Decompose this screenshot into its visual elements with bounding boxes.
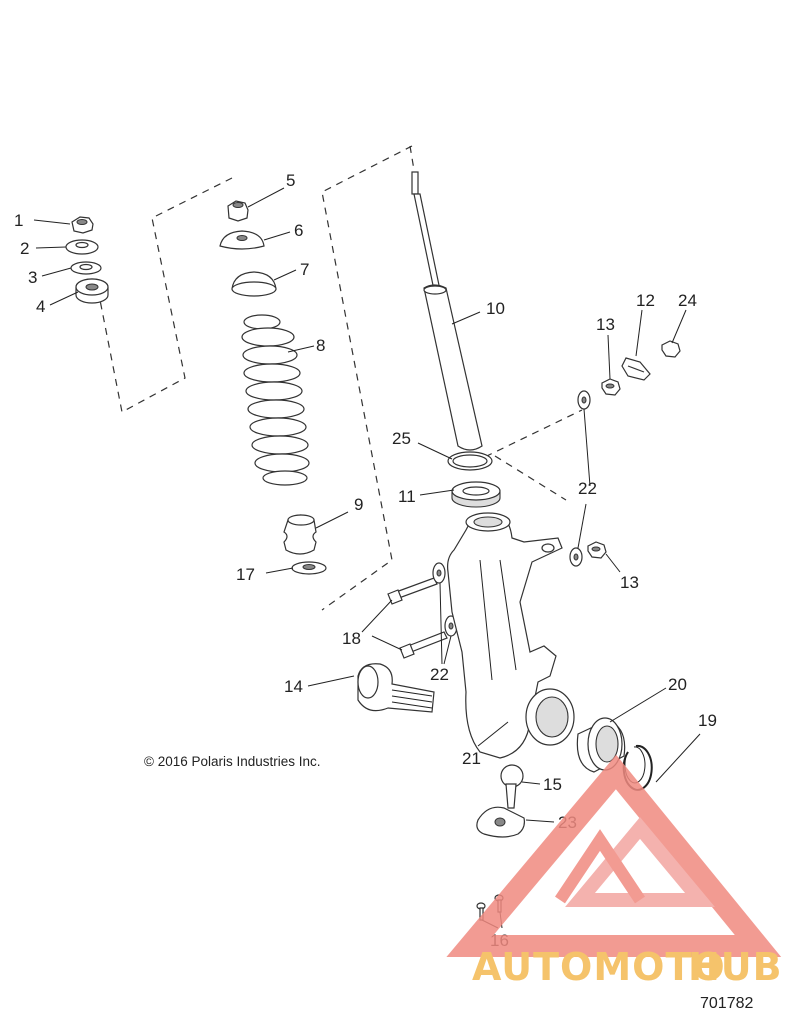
nut-part-5 <box>227 200 249 222</box>
washer-part-22-bolt-upper <box>432 562 446 584</box>
washer-part-22-lower <box>569 547 583 567</box>
watermark-text-automoto: AUTOMOTO <box>472 945 726 989</box>
callout-22-upper: 22 <box>578 479 597 498</box>
callout-3: 3 <box>28 268 37 287</box>
callout-6: 6 <box>294 221 303 240</box>
callout-10: 10 <box>486 299 505 318</box>
nut-part-13-lower <box>587 541 607 559</box>
coil-spring-part-8 <box>241 314 310 486</box>
callout-8: 8 <box>316 336 325 355</box>
callout-20: 20 <box>668 675 687 694</box>
steering-knuckle-part-21 <box>447 512 575 759</box>
copyright-text: © 2016 Polaris Industries Inc. <box>144 754 321 769</box>
callout-13-upper: 13 <box>596 315 615 334</box>
callout-5: 5 <box>286 171 295 190</box>
callout-9: 9 <box>354 495 363 514</box>
bolt-part-18-upper <box>387 577 438 605</box>
callout-19: 19 <box>698 711 717 730</box>
callout-18: 18 <box>342 629 361 648</box>
callout-24: 24 <box>678 291 697 310</box>
bolt-part-18-lower <box>399 631 448 659</box>
reference-number: 701782 <box>700 995 753 1012</box>
callout-15: 15 <box>543 775 562 794</box>
watermark-text-hub: HUB <box>688 945 783 989</box>
ball-joint-part-15 <box>500 764 524 809</box>
callout-2: 2 <box>20 239 29 258</box>
leader-lines <box>33 187 701 929</box>
assembly-dashed-lines <box>99 145 583 611</box>
washer-part-3 <box>70 261 102 275</box>
automotohub-watermark-logo <box>446 754 782 957</box>
bump-stop-part-9 <box>283 514 317 555</box>
callout-11: 11 <box>398 487 416 506</box>
nut-part-24 <box>661 340 681 358</box>
washer-part-17 <box>291 561 327 575</box>
callout-17: 17 <box>236 565 255 584</box>
o-ring-part-25 <box>447 451 493 471</box>
bushing-part-4 <box>75 278 109 304</box>
washer-part-2 <box>65 239 99 255</box>
callout-22-lower: 22 <box>430 665 449 684</box>
callout-12: 12 <box>636 291 655 310</box>
clip-part-12 <box>621 357 651 381</box>
callout-13-lower: 13 <box>620 573 639 592</box>
callout-4: 4 <box>36 297 45 316</box>
cap-part-7 <box>231 271 277 297</box>
callout-7: 7 <box>300 260 309 279</box>
nut-part-13-upper <box>601 378 621 396</box>
callout-14: 14 <box>284 677 303 696</box>
axle-stub-part-14 <box>357 663 435 713</box>
shock-absorber-part-10 <box>411 171 483 451</box>
cap-part-6 <box>219 230 265 250</box>
washer-part-22-upper <box>577 390 591 410</box>
nut-part-1 <box>71 216 94 234</box>
seal-part-11 <box>451 481 501 508</box>
plate-part-23 <box>476 806 525 838</box>
callout-labels: 1 2 3 4 5 6 7 8 9 10 11 12 13 13 14 15 1… <box>14 171 717 950</box>
callout-21: 21 <box>462 749 481 768</box>
callout-25: 25 <box>392 429 411 448</box>
callout-1: 1 <box>14 211 23 230</box>
